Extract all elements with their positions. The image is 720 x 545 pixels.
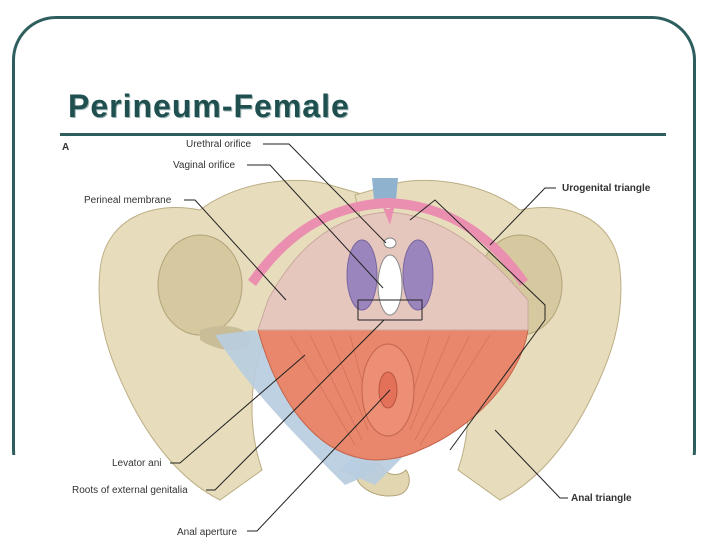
triangle-outlines [357, 199, 546, 451]
right-genital-root [402, 239, 434, 311]
label-levator-ani: Levator ani [112, 458, 161, 469]
pubic-symphysis [372, 178, 398, 200]
muscle-fibers [289, 334, 491, 446]
vaginal-orifice [377, 254, 403, 316]
label-anal-aperture: Anal aperture [177, 527, 237, 538]
anal-aperture [378, 371, 398, 409]
panel-letter: A [62, 142, 69, 153]
leader-lines [170, 143, 568, 532]
label-anal-triangle: Anal triangle [571, 493, 632, 504]
left-acetabulum [157, 234, 243, 336]
label-roots-external-genitalia: Roots of external genitalia [72, 485, 188, 496]
label-urogenital-triangle: Urogenital triangle [562, 183, 651, 194]
label-urethral-orifice: Urethral orifice [186, 139, 251, 150]
label-perineal-membrane: Perineal membrane [84, 195, 172, 206]
urethral-orifice [383, 237, 397, 249]
ischiopubic-ramus-tissue [248, 198, 528, 286]
label-vaginal-orifice: Vaginal orifice [173, 160, 236, 171]
slide-title: Perineum-Female [68, 88, 350, 124]
clitoral-tissue [380, 200, 396, 225]
title-underline [60, 133, 666, 136]
